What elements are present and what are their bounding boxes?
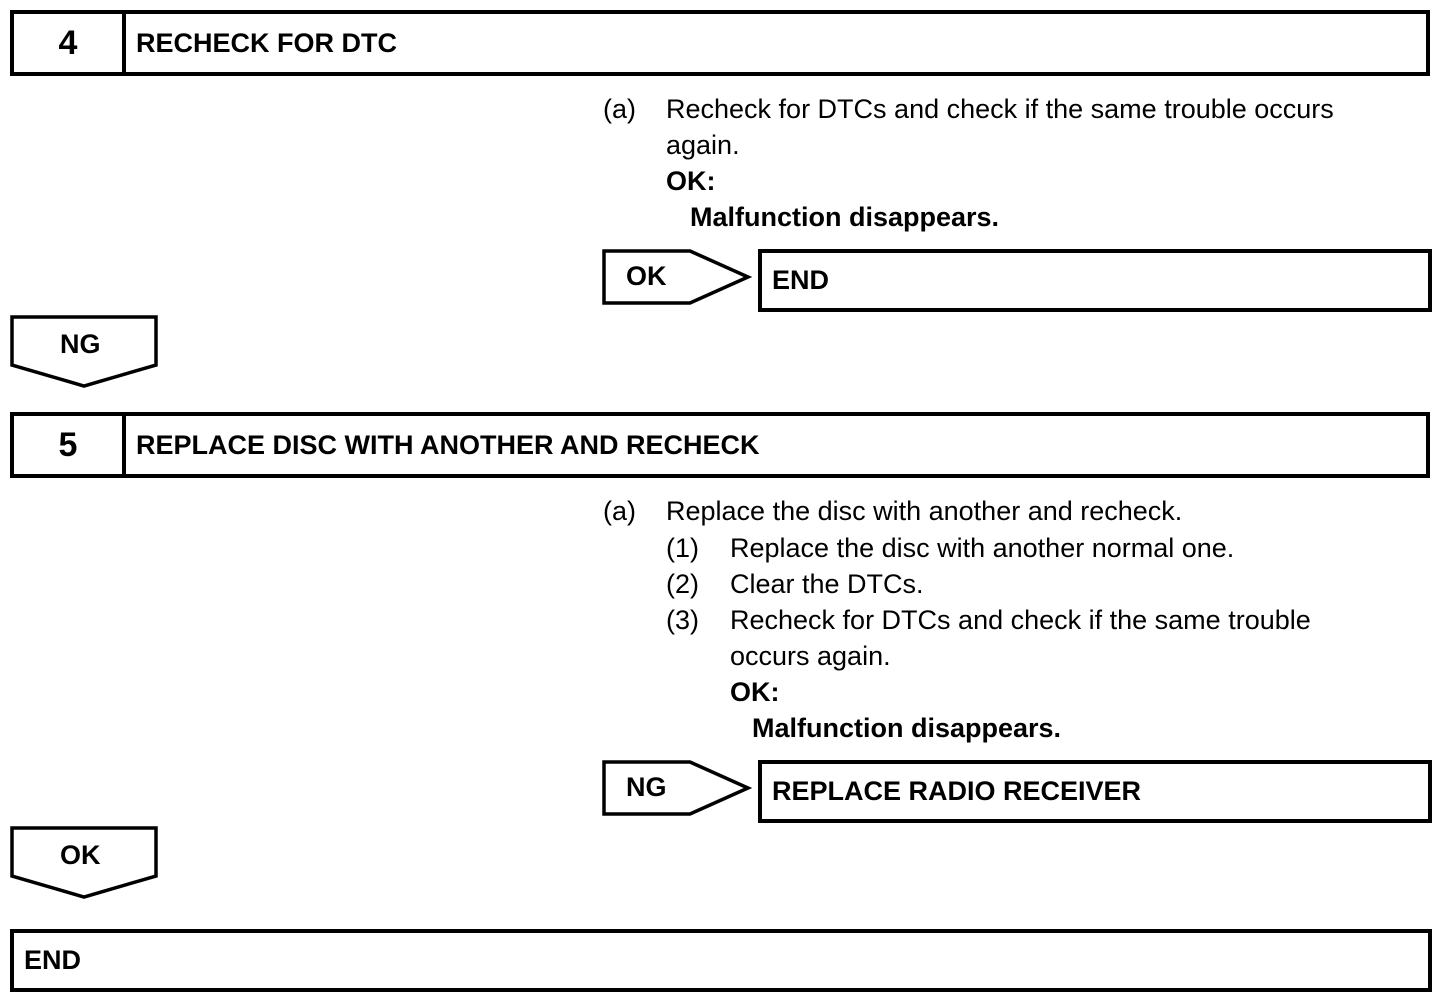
step-4-ng-down-tag: NG [10, 315, 160, 389]
step-5-substep-1-text: Replace the disc with another normal one… [730, 533, 1235, 563]
step-5-substep-3-marker: (3) [666, 605, 699, 635]
step-5-instruction-text: Replace the disc with another and rechec… [666, 496, 1183, 526]
step-5-substep-2-marker: (2) [666, 569, 699, 599]
step-5-marker-a: (a) [603, 496, 636, 526]
step-5-substep-3-line1: Recheck for DTCs and check if the same t… [730, 605, 1311, 635]
step-5-ng-arrow-tag: NG [602, 760, 752, 818]
step-4-ng-tag-label: NG [60, 329, 101, 359]
step-4-instruction-line1: Recheck for DTCs and check if the same t… [666, 94, 1334, 124]
step-5-ok-down-tag: OK [10, 826, 160, 900]
arrow-right-tag-shape [602, 249, 752, 305]
step-4-ok-tag-label: OK [626, 261, 667, 291]
step-5-ok-tag-label: OK [60, 840, 101, 870]
step-4-ok-label: OK: [666, 166, 716, 196]
step-5-substep-1-marker: (1) [666, 533, 699, 563]
step-5-ok-text: Malfunction disappears. [752, 713, 1062, 743]
step-5-substep-2-text: Clear the DTCs. [730, 569, 924, 599]
arrow-right-tag-shape [602, 760, 752, 816]
step-4-end-box: END [758, 249, 1432, 312]
step-5-header: 5 REPLACE DISC WITH ANOTHER AND RECHECK [10, 412, 1430, 478]
step-4-instruction-line2: again. [666, 130, 740, 160]
arrow-down-tag-shape [10, 826, 158, 899]
step-4-marker-a: (a) [603, 94, 636, 124]
step-4-number: 4 [14, 14, 126, 72]
step-4-title: RECHECK FOR DTC [136, 27, 397, 58]
step-5-ok-label: OK: [730, 677, 780, 707]
final-end-box: END [10, 929, 1432, 992]
step-4-ok-text: Malfunction disappears. [690, 202, 1000, 232]
step-5-ng-tag-label: NG [626, 772, 667, 802]
step-5-substep-3-line2: occurs again. [730, 641, 891, 671]
step-5-title: REPLACE DISC WITH ANOTHER AND RECHECK [136, 429, 760, 460]
step-4-ok-arrow-tag: OK [602, 249, 752, 307]
step-5-number: 5 [14, 416, 126, 474]
step-4-header: 4 RECHECK FOR DTC [10, 10, 1430, 76]
step-5-replace-radio-receiver-box: REPLACE RADIO RECEIVER [758, 760, 1432, 823]
arrow-down-tag-shape [10, 315, 158, 388]
